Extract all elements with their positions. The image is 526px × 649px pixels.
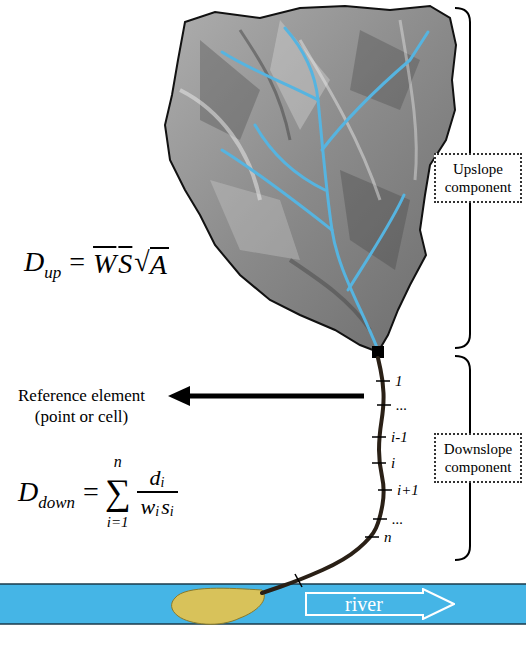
tick	[373, 518, 387, 520]
river-band	[0, 584, 526, 624]
stream-branch	[322, 32, 428, 150]
component-label: Downslope component	[440, 440, 516, 476]
tick	[372, 462, 386, 464]
tick	[295, 574, 302, 587]
sum-limit: i=1	[107, 515, 129, 530]
ridge	[400, 20, 416, 180]
callout-label: Reference element (point or cell)	[4, 385, 159, 428]
flow-direction-arrow: river	[305, 588, 455, 620]
component-label: Upslope component	[440, 160, 516, 196]
formula-symbol: S	[118, 247, 132, 278]
segment-index: n	[384, 530, 392, 545]
formula-subscript: up	[44, 264, 61, 281]
formula-subscript: down	[38, 494, 75, 511]
stream-branch	[255, 125, 325, 190]
river-bank	[0, 583, 526, 585]
ridge	[180, 90, 260, 200]
catchment-hillshade	[150, 0, 470, 360]
ridge	[300, 40, 380, 200]
stream-branch	[222, 150, 332, 230]
formula-symbol: d	[150, 467, 161, 489]
tick	[378, 489, 392, 491]
tick	[376, 380, 390, 382]
formula-subscript: i	[155, 505, 159, 519]
shade	[200, 40, 260, 140]
ridge	[240, 30, 290, 140]
fraction-bar	[137, 491, 178, 493]
pointer-arrowhead	[168, 386, 190, 406]
flow-path	[262, 358, 384, 593]
sum-limit: n	[114, 454, 122, 470]
arrow-outline	[306, 589, 454, 619]
formula-symbol: D	[24, 248, 44, 276]
segment-index: 1	[395, 374, 403, 389]
catchment-outline	[165, 6, 456, 352]
tick	[372, 436, 386, 438]
formula-operator: =	[83, 478, 99, 506]
segment-index: i+1	[397, 483, 419, 498]
tick	[365, 536, 379, 538]
segment-index: i-1	[391, 430, 408, 445]
main-stream	[285, 28, 378, 350]
formula-symbol: A	[150, 247, 169, 279]
formula-subscript: i	[170, 505, 174, 519]
pointer-arrow	[186, 394, 364, 399]
dotted-box: Downslope component	[434, 433, 522, 483]
river-bank	[0, 623, 526, 625]
formula-symbol: s	[161, 496, 170, 518]
formula-symbol: W	[93, 247, 116, 278]
sum-sign: ∑	[105, 474, 131, 510]
segment-index: ...	[396, 398, 407, 413]
river-label: river	[345, 594, 383, 614]
segment-index: i	[391, 456, 395, 471]
stream-branch	[348, 195, 404, 290]
segment-index: ...	[392, 512, 403, 527]
formula-subscript: i	[161, 476, 165, 490]
shade	[210, 180, 300, 260]
dotted-box: Upslope component	[434, 153, 522, 203]
tick	[377, 404, 391, 406]
stream-branch	[222, 52, 318, 100]
radical-sign: √	[134, 248, 149, 276]
arrow-body: river	[305, 588, 423, 620]
formula-symbol: w	[141, 496, 156, 518]
hillshade-ground	[150, 0, 470, 360]
ridge	[290, 260, 370, 330]
stream-network	[222, 28, 428, 350]
formula-operator: =	[69, 248, 85, 276]
flow-path-ticks	[295, 381, 392, 587]
deposit-blob	[172, 588, 265, 624]
formula-symbol: D	[18, 478, 38, 506]
